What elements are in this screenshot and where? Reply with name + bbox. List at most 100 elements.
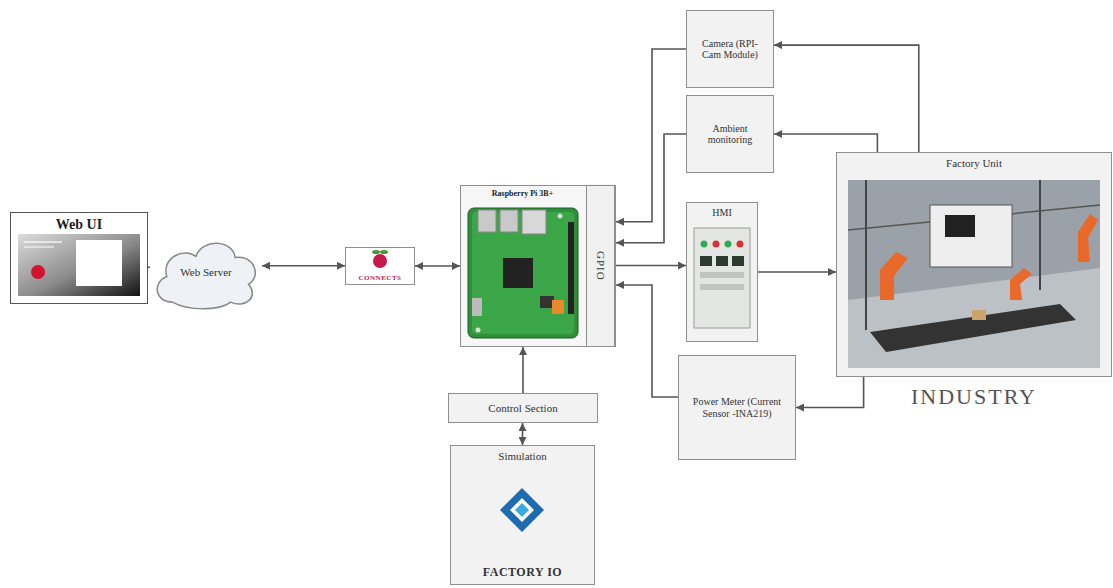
connector-arrow — [148, 266, 150, 268]
factory-scene — [870, 304, 1076, 352]
node-label: HMI — [712, 207, 731, 219]
connector-arrow — [616, 265, 686, 267]
raspberry-pi-board — [568, 222, 574, 314]
connector-arrow — [415, 265, 460, 267]
node-label: GPIO — [595, 251, 608, 281]
connector-arrow — [774, 45, 919, 152]
raspberry-pi-board — [552, 300, 564, 314]
web-ui-screenshot — [18, 234, 140, 296]
web-ui-screenshot — [18, 234, 140, 296]
node-label: Camera (RPI-Cam Module) — [693, 38, 767, 61]
box-fill — [686, 10, 774, 88]
connector-arrow — [262, 265, 345, 267]
factory-unit-box: Factory UnitINDUSTRY — [836, 152, 1112, 377]
web-ui-screenshot — [31, 265, 45, 279]
ambient-box: Ambient monitoring — [686, 95, 774, 173]
raspberry-pi-board — [558, 214, 563, 219]
simulation-box: SimulationFACTORY IO — [450, 445, 595, 585]
node-label: Factory Unit — [946, 157, 1002, 170]
raspberry-pi-box: Raspberry Pi 3B+ GPIO — [460, 185, 615, 347]
raspberry-pi-board — [522, 210, 546, 234]
connector-arrow — [522, 347, 524, 393]
hmi-panel — [694, 228, 750, 328]
hmi-box: HMI — [686, 202, 758, 342]
connector-group — [148, 45, 919, 445]
raspberry-pi-board — [500, 210, 518, 232]
cloud-outline — [157, 243, 255, 309]
hmi-panel — [725, 241, 732, 248]
web-ui-screenshot — [76, 240, 122, 286]
connector-arrow — [796, 377, 864, 408]
factory-scene — [1039, 180, 1041, 290]
camera-box: Camera (RPI-Cam Module) — [686, 10, 774, 88]
factory-scene — [865, 180, 867, 330]
node-label: Control Section — [488, 402, 557, 415]
node-label: Web Server — [180, 266, 231, 279]
connector-arrow — [616, 49, 686, 222]
connector-arrow — [758, 271, 836, 273]
node-label: Raspberry Pi 3B+ — [492, 189, 553, 198]
web-ui-screenshot — [24, 246, 54, 248]
hmi-panel — [713, 241, 720, 248]
hmi-panel — [737, 241, 744, 248]
factory-io-logo — [500, 488, 544, 532]
box-fill — [836, 152, 1112, 377]
box-fill — [10, 212, 148, 304]
factory-scene — [945, 215, 975, 237]
raspberry-logo — [373, 254, 387, 268]
hmi-panel — [700, 272, 744, 278]
control-section-box: Control Section — [448, 393, 598, 423]
box-fill — [586, 185, 616, 347]
raspberry-logo — [380, 250, 388, 254]
node-label: Ambient monitoring — [693, 123, 767, 146]
factory-scene — [972, 310, 986, 320]
raspberry-logo — [372, 250, 388, 268]
node-caption: FACTORY IO — [483, 566, 562, 580]
factory-io-logo — [500, 488, 544, 532]
raspberry-pi-board — [478, 210, 496, 232]
node-label: Power Meter (Current Sensor -INA219) — [685, 396, 789, 419]
power-meter-box: Power Meter (Current Sensor -INA219) — [678, 355, 796, 460]
box-fill — [345, 247, 415, 285]
factory-scene — [1078, 214, 1098, 262]
connects-box: CONNECTS — [345, 247, 415, 285]
box-fill — [686, 202, 758, 342]
factory-scene — [1010, 268, 1032, 300]
web-server-cloud: Web Server — [150, 233, 262, 311]
raspberry-logo — [372, 250, 380, 254]
box-fill — [460, 185, 615, 347]
raspberry-pi-board — [468, 208, 578, 338]
box-fill — [450, 445, 595, 585]
connector-arrow — [616, 285, 678, 397]
hmi-panel — [700, 256, 712, 266]
web-ui-box: Web UI — [10, 212, 148, 304]
factory-io-logo — [510, 498, 534, 522]
node-label: CONNECTS — [359, 274, 402, 282]
factory-scene — [848, 180, 1100, 368]
factory-scene — [848, 180, 1100, 368]
box-fill — [448, 393, 598, 423]
node-label: Web UI — [56, 217, 102, 233]
hmi-panel — [701, 241, 708, 248]
hmi-panel — [694, 228, 750, 328]
factory-io-logo — [515, 503, 529, 517]
raspberry-pi-board — [476, 328, 481, 333]
node-caption: INDUSTRY — [837, 384, 1111, 409]
raspberry-pi-board — [540, 296, 554, 308]
hmi-panel — [700, 284, 744, 290]
hmi-panel — [732, 256, 744, 266]
connector-arrow — [774, 134, 877, 152]
raspberry-pi-board — [472, 298, 482, 316]
box-fill — [678, 355, 796, 460]
box-fill — [686, 95, 774, 173]
factory-scene — [880, 252, 908, 300]
connector-arrow — [616, 134, 686, 243]
raspberry-pi-board — [503, 258, 533, 288]
connector-arrow — [522, 423, 524, 445]
hmi-panel — [716, 256, 728, 266]
factory-scene — [930, 205, 1012, 267]
node-label: Simulation — [498, 450, 546, 463]
gpio-band: GPIO — [586, 185, 616, 347]
